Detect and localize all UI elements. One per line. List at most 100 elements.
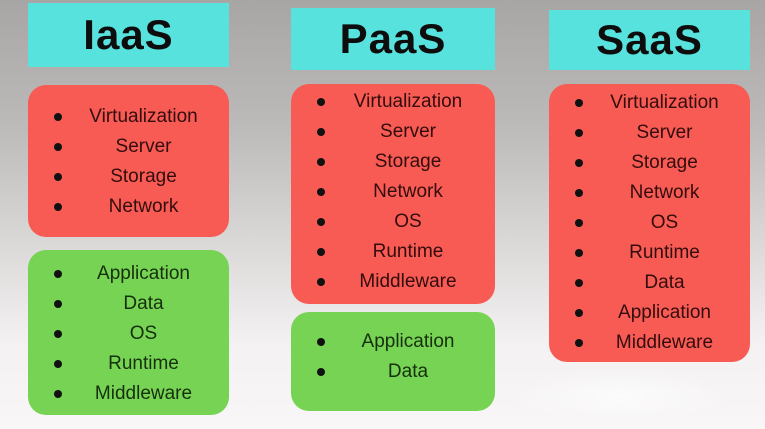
list-item: Virtualization (549, 88, 750, 118)
list-item: Application (28, 259, 229, 289)
header-paas: PaaS (291, 8, 495, 70)
list-item: Runtime (291, 237, 495, 267)
bullet-icon (575, 339, 583, 347)
header-saas-title: SaaS (596, 16, 703, 63)
list-item-label: OS (394, 211, 422, 232)
bullet-icon (54, 330, 62, 338)
list-item: Data (291, 357, 495, 387)
bullet-icon (575, 99, 583, 107)
bullet-icon (317, 368, 325, 376)
list-item: Network (291, 177, 495, 207)
list-item: Runtime (549, 238, 750, 268)
paas-user-managed-box: Application Data (291, 312, 495, 411)
list-item-label: OS (129, 323, 158, 344)
bullet-icon (54, 143, 62, 151)
bullet-icon (317, 338, 325, 346)
bullet-icon (317, 188, 325, 196)
header-iaas-title: IaaS (83, 11, 174, 58)
list-item: OS (28, 319, 229, 349)
list-item: Application (291, 327, 495, 357)
list-item: Storage (291, 147, 495, 177)
list-item-label: Server (115, 136, 172, 157)
iaas-user-managed-box: Application Data OS Runtime Middleware (28, 250, 229, 415)
saas-provider-managed-box: Virtualization Server Storage Network OS… (549, 84, 750, 362)
list-item-label: Storage (374, 151, 442, 172)
bullet-icon (575, 219, 583, 227)
list-item-label: Data (123, 293, 164, 314)
list-item: Data (549, 268, 750, 298)
list-item-label: Network (108, 196, 179, 217)
bullet-icon (54, 173, 62, 181)
list-item-label: Network (373, 181, 443, 202)
column-saas: SaaS Virtualization Server Storage Netwo… (549, 0, 750, 362)
bullet-icon (317, 218, 325, 226)
list-item: OS (549, 208, 750, 238)
list-item-label: Network (629, 182, 700, 203)
list-item-label: Data (644, 272, 685, 293)
paas-user-list: Application Data (291, 327, 495, 387)
list-item: Virtualization (28, 102, 229, 132)
list-item-label: Server (636, 122, 693, 143)
column-paas: PaaS Virtualization Server Storage Netwo… (291, 0, 495, 411)
list-item: OS (291, 207, 495, 237)
iaas-provider-managed-box: Virtualization Server Storage Network (28, 85, 229, 237)
list-item-label: Data (387, 361, 429, 382)
list-item-label: Virtualization (353, 91, 463, 112)
iaas-provider-list: Virtualization Server Storage Network (28, 102, 229, 222)
list-item: Network (549, 178, 750, 208)
list-item: Application (549, 298, 750, 328)
bullet-icon (54, 300, 62, 308)
bullet-icon (317, 158, 325, 166)
watermark-smudge (505, 368, 735, 423)
list-item-label: Runtime (372, 241, 444, 262)
bullet-icon (575, 309, 583, 317)
iaas-user-list: Application Data OS Runtime Middleware (28, 259, 229, 409)
bullet-icon (54, 360, 62, 368)
list-item: Data (28, 289, 229, 319)
list-item: Middleware (291, 267, 495, 297)
list-item: Server (28, 132, 229, 162)
list-item-label: Runtime (629, 242, 700, 263)
list-item-label: Storage (631, 152, 698, 173)
list-item-label: Storage (110, 166, 177, 187)
bullet-icon (575, 129, 583, 137)
bullet-icon (317, 248, 325, 256)
list-item-label: Virtualization (89, 106, 198, 127)
list-item-label: Application (97, 263, 190, 284)
list-item-label: Application (618, 302, 711, 323)
paas-provider-list: Virtualization Server Storage Network OS… (291, 87, 495, 297)
bullet-icon (575, 159, 583, 167)
list-item-label: OS (650, 212, 679, 233)
list-item-label: Middleware (94, 383, 193, 404)
bullet-icon (575, 189, 583, 197)
list-item-label: Server (380, 121, 436, 142)
list-item: Middleware (549, 328, 750, 358)
list-item: Virtualization (291, 87, 495, 117)
paas-provider-managed-box: Virtualization Server Storage Network OS… (291, 84, 495, 304)
bullet-icon (54, 113, 62, 121)
list-item: Server (549, 118, 750, 148)
list-item: Storage (549, 148, 750, 178)
list-item-label: Runtime (108, 353, 179, 374)
column-iaas: IaaS Virtualization Server Storage Netwo… (28, 0, 229, 415)
list-item: Storage (28, 162, 229, 192)
list-item: Server (291, 117, 495, 147)
list-item-label: Virtualization (610, 92, 719, 113)
bullet-icon (54, 390, 62, 398)
list-item: Runtime (28, 349, 229, 379)
bullet-icon (575, 249, 583, 257)
bullet-icon (317, 98, 325, 106)
bullet-icon (317, 128, 325, 136)
bullet-icon (317, 278, 325, 286)
header-iaas: IaaS (28, 3, 229, 67)
header-paas-title: PaaS (339, 15, 447, 62)
saas-provider-list: Virtualization Server Storage Network OS… (549, 88, 750, 358)
header-saas: SaaS (549, 10, 750, 70)
bullet-icon (54, 270, 62, 278)
list-item-label: Application (361, 331, 455, 352)
bullet-icon (54, 203, 62, 211)
list-item-label: Middleware (359, 271, 457, 292)
list-item-label: Middleware (615, 332, 714, 353)
list-item: Middleware (28, 379, 229, 409)
